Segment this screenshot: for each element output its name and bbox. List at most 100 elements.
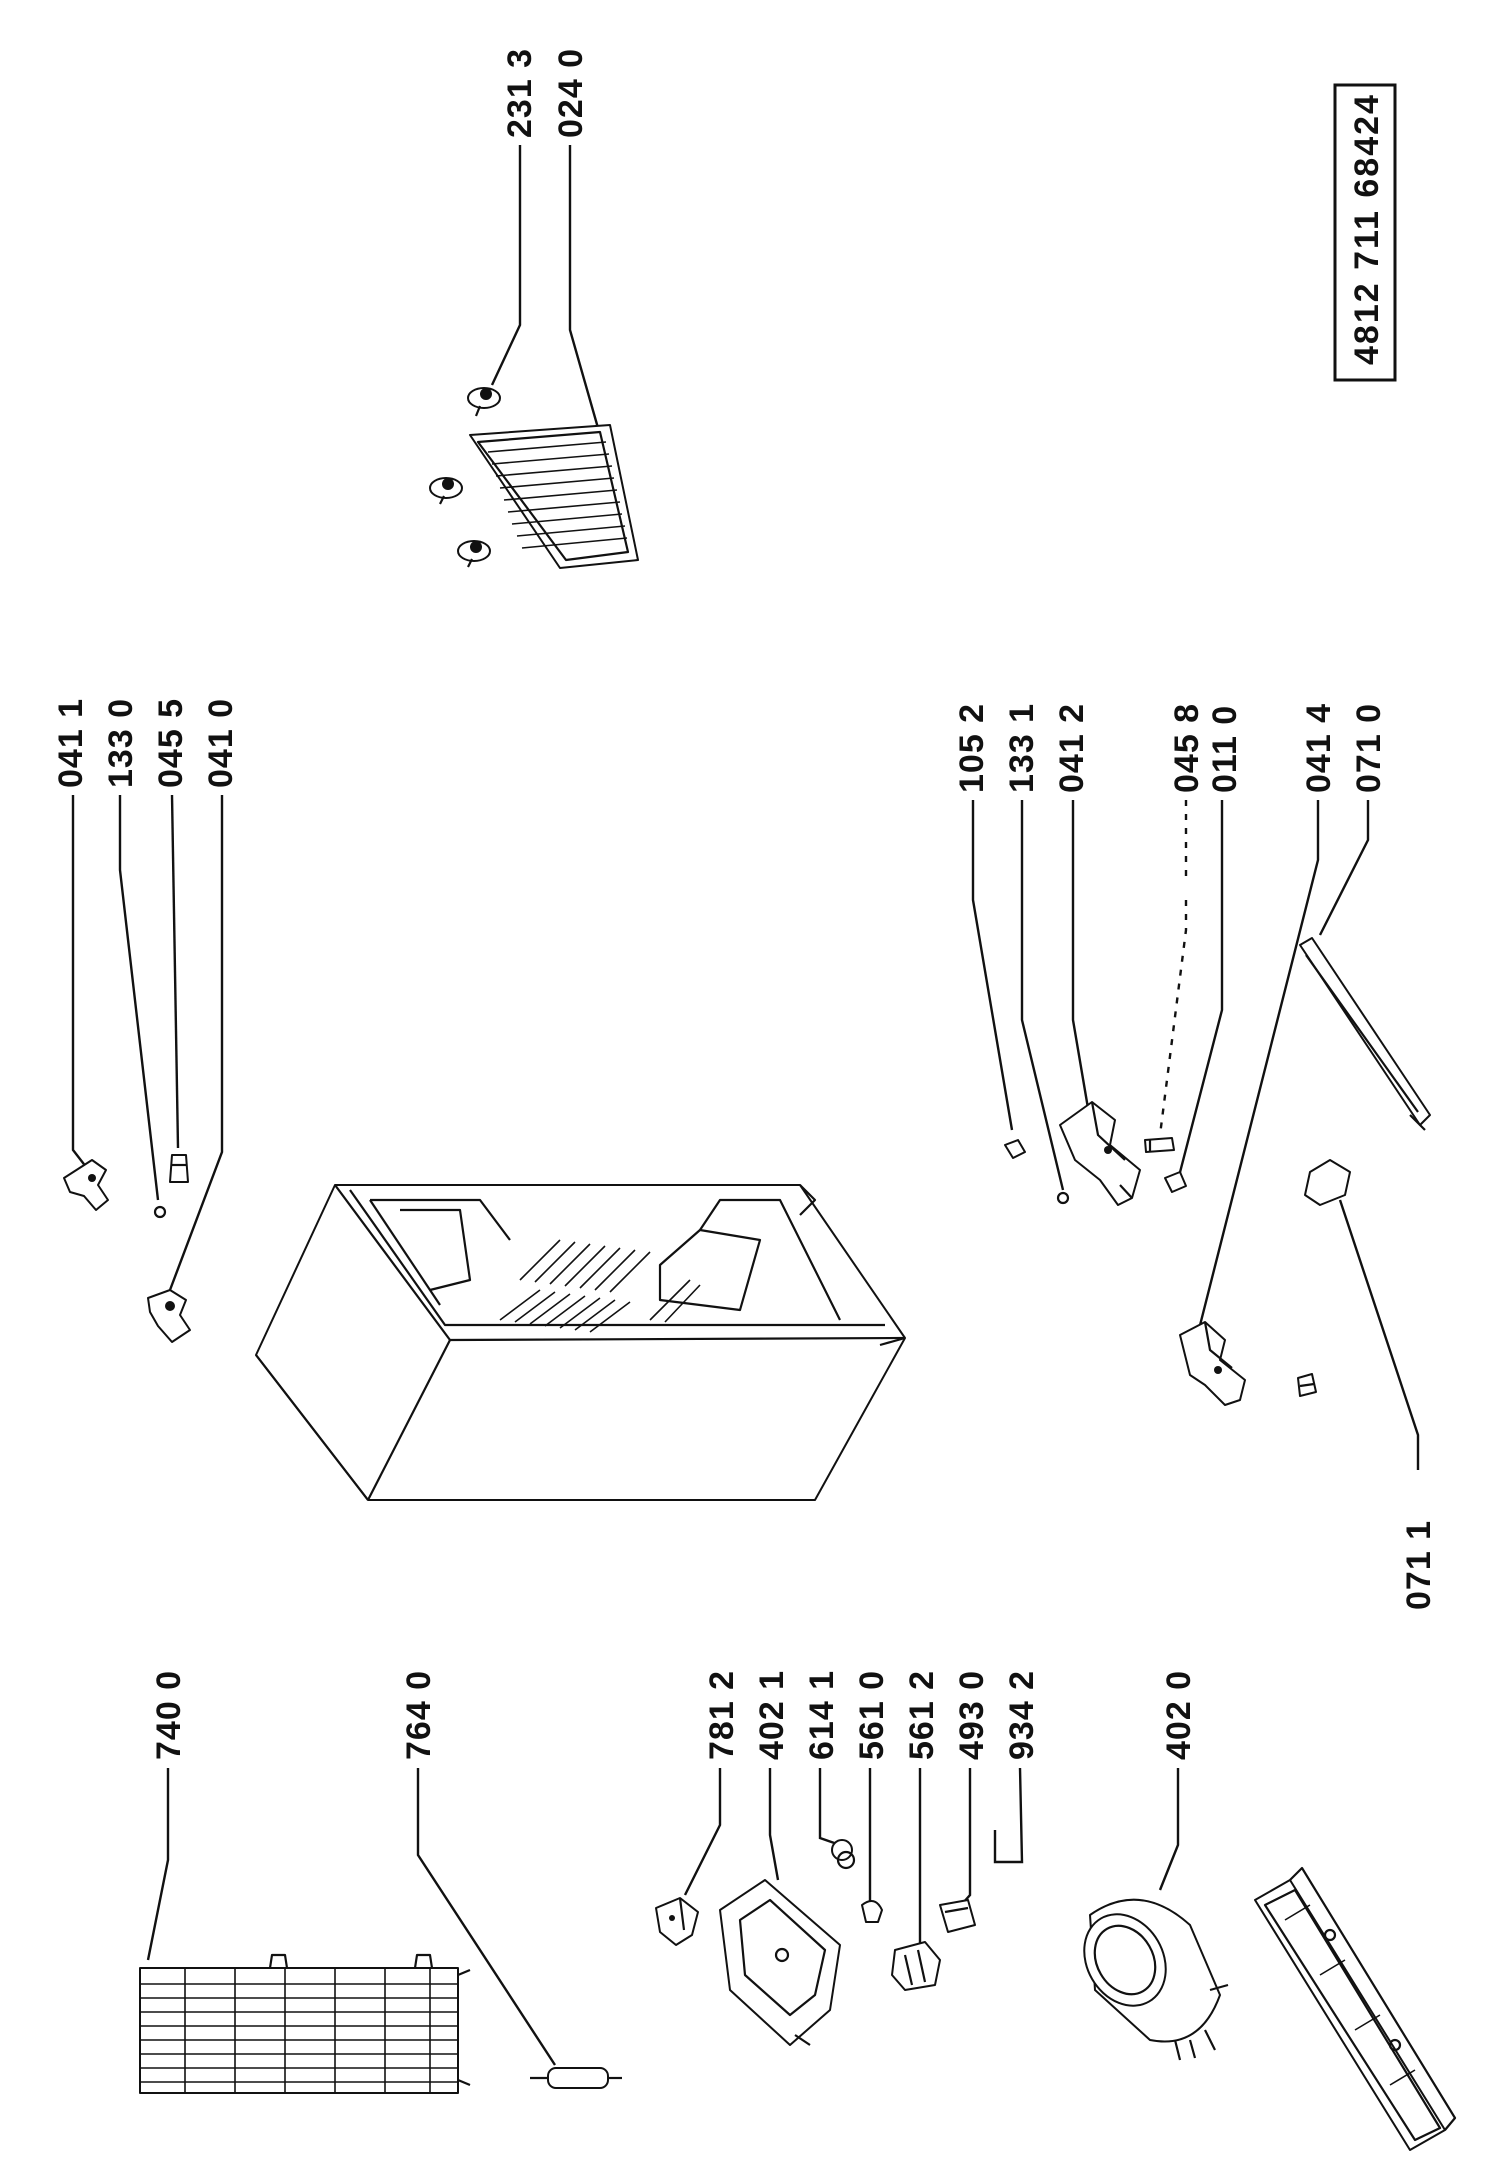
leader-024-0 (568, 145, 612, 471)
part-label-041-2: 041 2 (1053, 703, 1091, 793)
svg-text:402 1: 402 1 (753, 1670, 791, 1760)
leader-740-0 (146, 1768, 170, 1961)
leader-045-5 (170, 794, 180, 1149)
ventilation-grille-drawing (469, 424, 639, 569)
svg-text:614 1: 614 1 (803, 1670, 841, 1760)
adjustable-foot-icon (467, 387, 501, 417)
document-number-box: 4812 711 68424 (1333, 83, 1397, 382)
part-label-402-0: 402 0 (1160, 1670, 1198, 1760)
part-label-781-2: 781 2 (703, 1670, 741, 1760)
part-label-764-0: 764 0 (400, 1670, 438, 1760)
lamp-holder-icon (891, 1941, 941, 1991)
leader-105-2 (971, 800, 1014, 1131)
part-label-045-8: 045 8 (1168, 703, 1206, 793)
washer-icon (1056, 1191, 1070, 1205)
screw-icon (1297, 1373, 1317, 1397)
part-label-614-1: 614 1 (803, 1670, 841, 1760)
part-label-561-0: 561 0 (853, 1670, 891, 1760)
part-label-071-1: 071 1 (1400, 1520, 1438, 1610)
base-tray-drawing (1254, 1866, 1457, 2151)
svg-text:045 8: 045 8 (1168, 703, 1206, 793)
svg-text:045 5: 045 5 (152, 698, 190, 788)
leader-614-1 (818, 1768, 841, 1847)
part-label-133-0: 133 0 (102, 698, 140, 788)
svg-text:740 0: 740 0 (150, 1670, 188, 1760)
lamp-bulb-icon (861, 1900, 883, 1923)
leader-781-2 (683, 1768, 722, 1896)
leader-231-3 (490, 145, 522, 386)
svg-text:041 0: 041 0 (202, 698, 240, 788)
adjustable-foot-icon (457, 540, 491, 568)
part-label-231-3: 231 3 (501, 48, 539, 138)
svg-text:934 2: 934 2 (1003, 1670, 1041, 1760)
part-label-041-0: 041 0 (202, 698, 240, 788)
leader-934-2 (993, 1767, 1024, 1864)
leader-071-0 (1318, 800, 1370, 936)
spacer-block-icon (1304, 1159, 1351, 1206)
middle-hinge-icon (147, 1289, 191, 1343)
part-label-740-0: 740 0 (150, 1670, 188, 1760)
thermostat-bracket-icon (655, 1897, 699, 1946)
adjustable-foot-icon (429, 477, 463, 505)
svg-text:402 0: 402 0 (1160, 1670, 1198, 1760)
thermostat-knob-icon (831, 1839, 856, 1870)
svg-text:561 0: 561 0 (853, 1670, 891, 1760)
condenser-coil-drawing (139, 1953, 471, 2094)
leader-402-1 (768, 1768, 780, 1881)
svg-text:133 0: 133 0 (102, 698, 140, 788)
leader-133-0 (118, 795, 160, 1201)
svg-text:764 0: 764 0 (400, 1670, 438, 1760)
part-label-011-0: 011 0 (1206, 705, 1244, 793)
svg-text:561 2: 561 2 (903, 1670, 941, 1760)
cabinet-drawing (255, 1184, 906, 1501)
plug-icon (1004, 1139, 1026, 1159)
document-number: 4812 711 68424 (1348, 93, 1386, 365)
hinge-pin-icon (1144, 1137, 1175, 1153)
leader-133-1 (1020, 800, 1065, 1191)
leader-041-1 (71, 795, 91, 1173)
part-label-133-1: 133 1 (1003, 703, 1041, 793)
upper-hinge-icon (63, 1159, 109, 1211)
svg-text:493 0: 493 0 (953, 1670, 991, 1760)
part-label-041-4: 041 4 (1300, 703, 1338, 793)
part-label-045-5: 045 5 (152, 698, 190, 788)
leader-041-4 (1193, 800, 1320, 1346)
leader-041-2 (1071, 800, 1092, 1121)
leader-402-0 (1158, 1768, 1180, 1891)
bottom-hinge-bracket-icon (1179, 1321, 1246, 1406)
part-label-041-1: 041 1 (52, 698, 90, 788)
part-label-105-2: 105 2 (953, 703, 991, 793)
svg-text:011 0: 011 0 (1206, 705, 1244, 793)
part-label-402-1: 402 1 (753, 1670, 791, 1760)
svg-text:105 2: 105 2 (953, 703, 991, 793)
leader-045-8 (1158, 800, 1188, 1136)
svg-text:781 2: 781 2 (703, 1670, 741, 1760)
svg-text:041 2: 041 2 (1053, 703, 1091, 793)
leader-041-0 (168, 795, 224, 1291)
lower-hinge-bracket-icon (1059, 1101, 1141, 1206)
washer-icon (153, 1205, 167, 1219)
switch-icon (939, 1899, 976, 1933)
svg-text:041 1: 041 1 (52, 698, 90, 788)
screw-icon (1164, 1171, 1187, 1193)
svg-text:133 1: 133 1 (1003, 703, 1041, 793)
part-label-934-2: 934 2 (1003, 1670, 1041, 1760)
svg-text:071 1: 071 1 (1400, 1520, 1438, 1610)
part-label-071-0: 071 0 (1350, 703, 1388, 793)
compressor-drawing (1083, 1898, 1229, 2061)
svg-text:024 0: 024 0 (552, 48, 590, 138)
svg-text:071 0: 071 0 (1350, 703, 1388, 793)
door-rail-drawing (1299, 937, 1431, 1131)
part-label-493-0: 493 0 (953, 1670, 991, 1760)
svg-text:231 3: 231 3 (501, 48, 539, 138)
hinge-pin-icon (169, 1154, 189, 1183)
lamp-cover-drawing (719, 1879, 841, 2046)
leader-764-0 (416, 1768, 557, 2066)
part-label-024-0: 024 0 (552, 48, 590, 138)
part-label-561-2: 561 2 (903, 1670, 941, 1760)
drier-filter-icon (530, 2067, 622, 2089)
leader-493-0 (954, 1768, 972, 1913)
leader-071-1 (1338, 1199, 1420, 1470)
leader-011-0 (1176, 800, 1224, 1181)
